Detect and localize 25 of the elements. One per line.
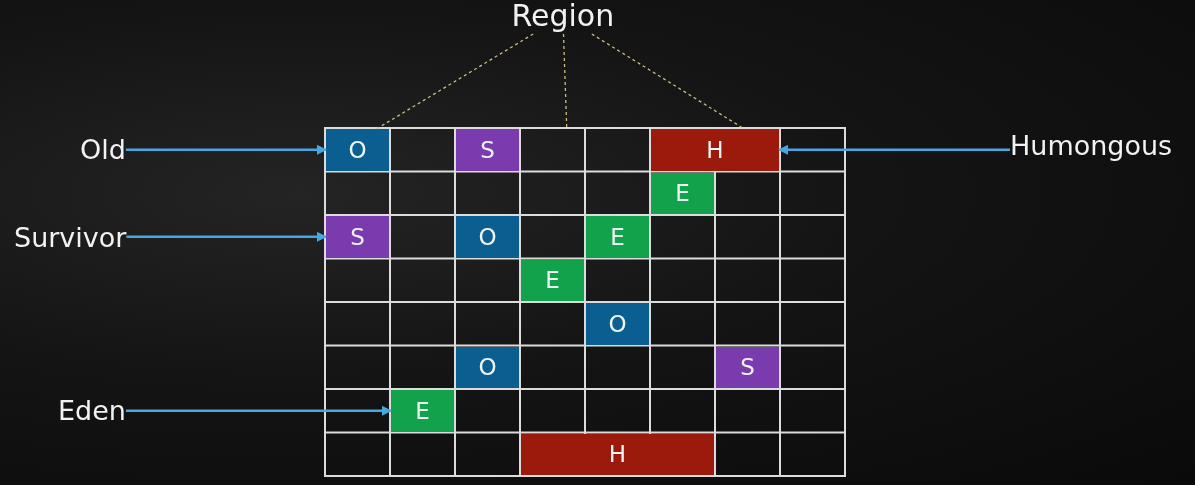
survivor-region-cell: S (326, 216, 389, 258)
region-type-label: Survivor (14, 222, 127, 255)
pointer-arrow (778, 144, 1010, 155)
pointer-arrow (126, 231, 327, 242)
region-type-label: Eden (58, 395, 126, 428)
pointer-arrow (125, 405, 392, 416)
old-region-cell: O (326, 129, 389, 171)
leader-line (562, 33, 568, 128)
eden-region-cell: E (586, 216, 649, 258)
survivor-region-cell: S (456, 129, 519, 171)
old-region-cell: O (456, 346, 519, 388)
region-type-label: Old (80, 134, 126, 167)
eden-region-cell: E (521, 259, 584, 301)
eden-region-cell: E (651, 172, 714, 214)
old-region-cell: O (456, 216, 519, 258)
old-region-cell: O (586, 303, 649, 345)
leader-line (375, 33, 534, 130)
region-label: Region (511, 0, 615, 34)
eden-region-cell: E (391, 390, 454, 432)
region-grid (324, 127, 846, 477)
humongous-region-cell: H (651, 129, 779, 171)
survivor-region-cell: S (716, 346, 779, 388)
humongous-region-cell: H (521, 433, 714, 475)
pointer-arrow (125, 144, 327, 155)
region-type-label: Humongous (1010, 130, 1173, 163)
